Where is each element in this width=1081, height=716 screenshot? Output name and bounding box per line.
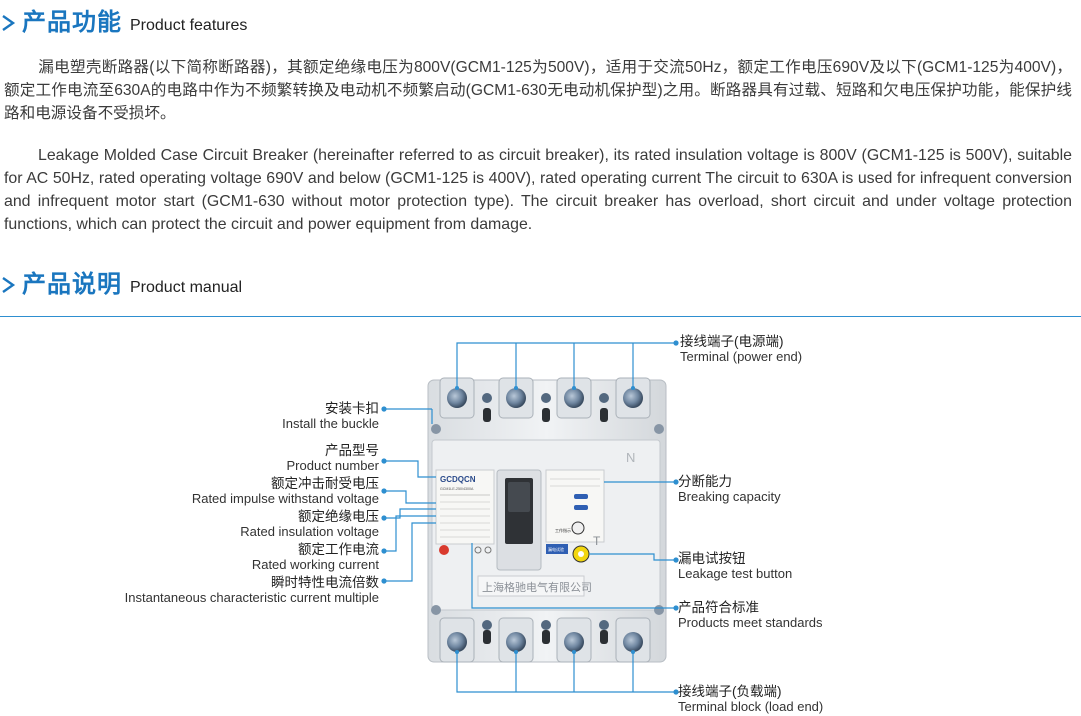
callout-instantaneous: 瞬时特性电流倍数 Instantaneous characteristic cu… — [124, 575, 379, 605]
chevron-right-icon — [2, 277, 16, 293]
callout-impulse-voltage: 额定冲击耐受电压 Rated impulse withstand voltage — [191, 476, 379, 506]
features-title-en: Product features — [130, 17, 248, 34]
manual-title-en: Product manual — [130, 279, 243, 296]
maker-name: 上海格驰电气有限公司 — [482, 580, 592, 594]
neutral-mark: N — [626, 450, 635, 465]
buckle-screw — [654, 605, 664, 615]
leader-lines — [384, 342, 676, 693]
nameplate: GCDQCN GCM1LE-250/4300A — [435, 469, 495, 555]
buckle-screw — [654, 424, 664, 434]
leak-test-label: 漏电试验 — [548, 546, 564, 552]
callout-standards: 产品符合标准 Products meet standards — [678, 600, 823, 630]
indicator-red — [439, 545, 449, 555]
manual-heading: 产品说明 Product manual — [0, 272, 242, 298]
terminal-screws-bottom — [447, 620, 643, 652]
callout-breaking-capacity: 分断能力 Breaking capacity — [678, 474, 781, 504]
callout-terminal-power: 接线端子(电源端) Terminal (power end) — [680, 334, 803, 364]
chevron-right-icon — [2, 15, 16, 31]
features-paragraph-cn: 漏电塑壳断路器(以下简称断路器)，其额定绝缘电压为800V(GCM1-125为5… — [4, 59, 1072, 122]
leader-dots — [381, 340, 679, 695]
callout-working-current: 额定工作电流 Rated working current — [251, 542, 379, 572]
buckle-screw — [431, 424, 441, 434]
buckle-screw — [431, 605, 441, 615]
maker-plate: 上海格驰电气有限公司 — [477, 575, 592, 597]
features-heading: 产品功能 Product features — [0, 10, 247, 36]
leakage-test-button: 漏电试验 T — [546, 534, 601, 563]
callout-terminal-load: 接线端子(负载端) Terminal block (load end) — [678, 684, 824, 714]
manual-title-cn: 产品说明 — [22, 271, 122, 298]
callout-leakage-test: 漏电试按钮 Leakage test button — [678, 551, 793, 581]
callout-insulation-voltage: 额定绝缘电压 Rated insulation voltage — [240, 509, 379, 539]
brand-label: GCDQCN — [440, 475, 476, 484]
features-paragraph-en: Leakage Molded Case Circuit Breaker (her… — [4, 147, 1072, 233]
features-title-cn: 产品功能 — [22, 9, 122, 36]
breaker-handle — [496, 469, 542, 571]
section-divider — [0, 316, 1081, 317]
work-indicator-label: 工作指示 — [555, 527, 571, 533]
callout-buckle: 安装卡扣 Install the buckle — [282, 401, 379, 431]
terminal-screws-top — [447, 388, 643, 422]
model-label: GCM1LE-250/4300A — [440, 487, 474, 491]
test-mark: T — [593, 534, 601, 548]
rating-plate: 工作指示 — [545, 469, 605, 543]
callout-product-number: 产品型号 Product number — [286, 443, 380, 473]
